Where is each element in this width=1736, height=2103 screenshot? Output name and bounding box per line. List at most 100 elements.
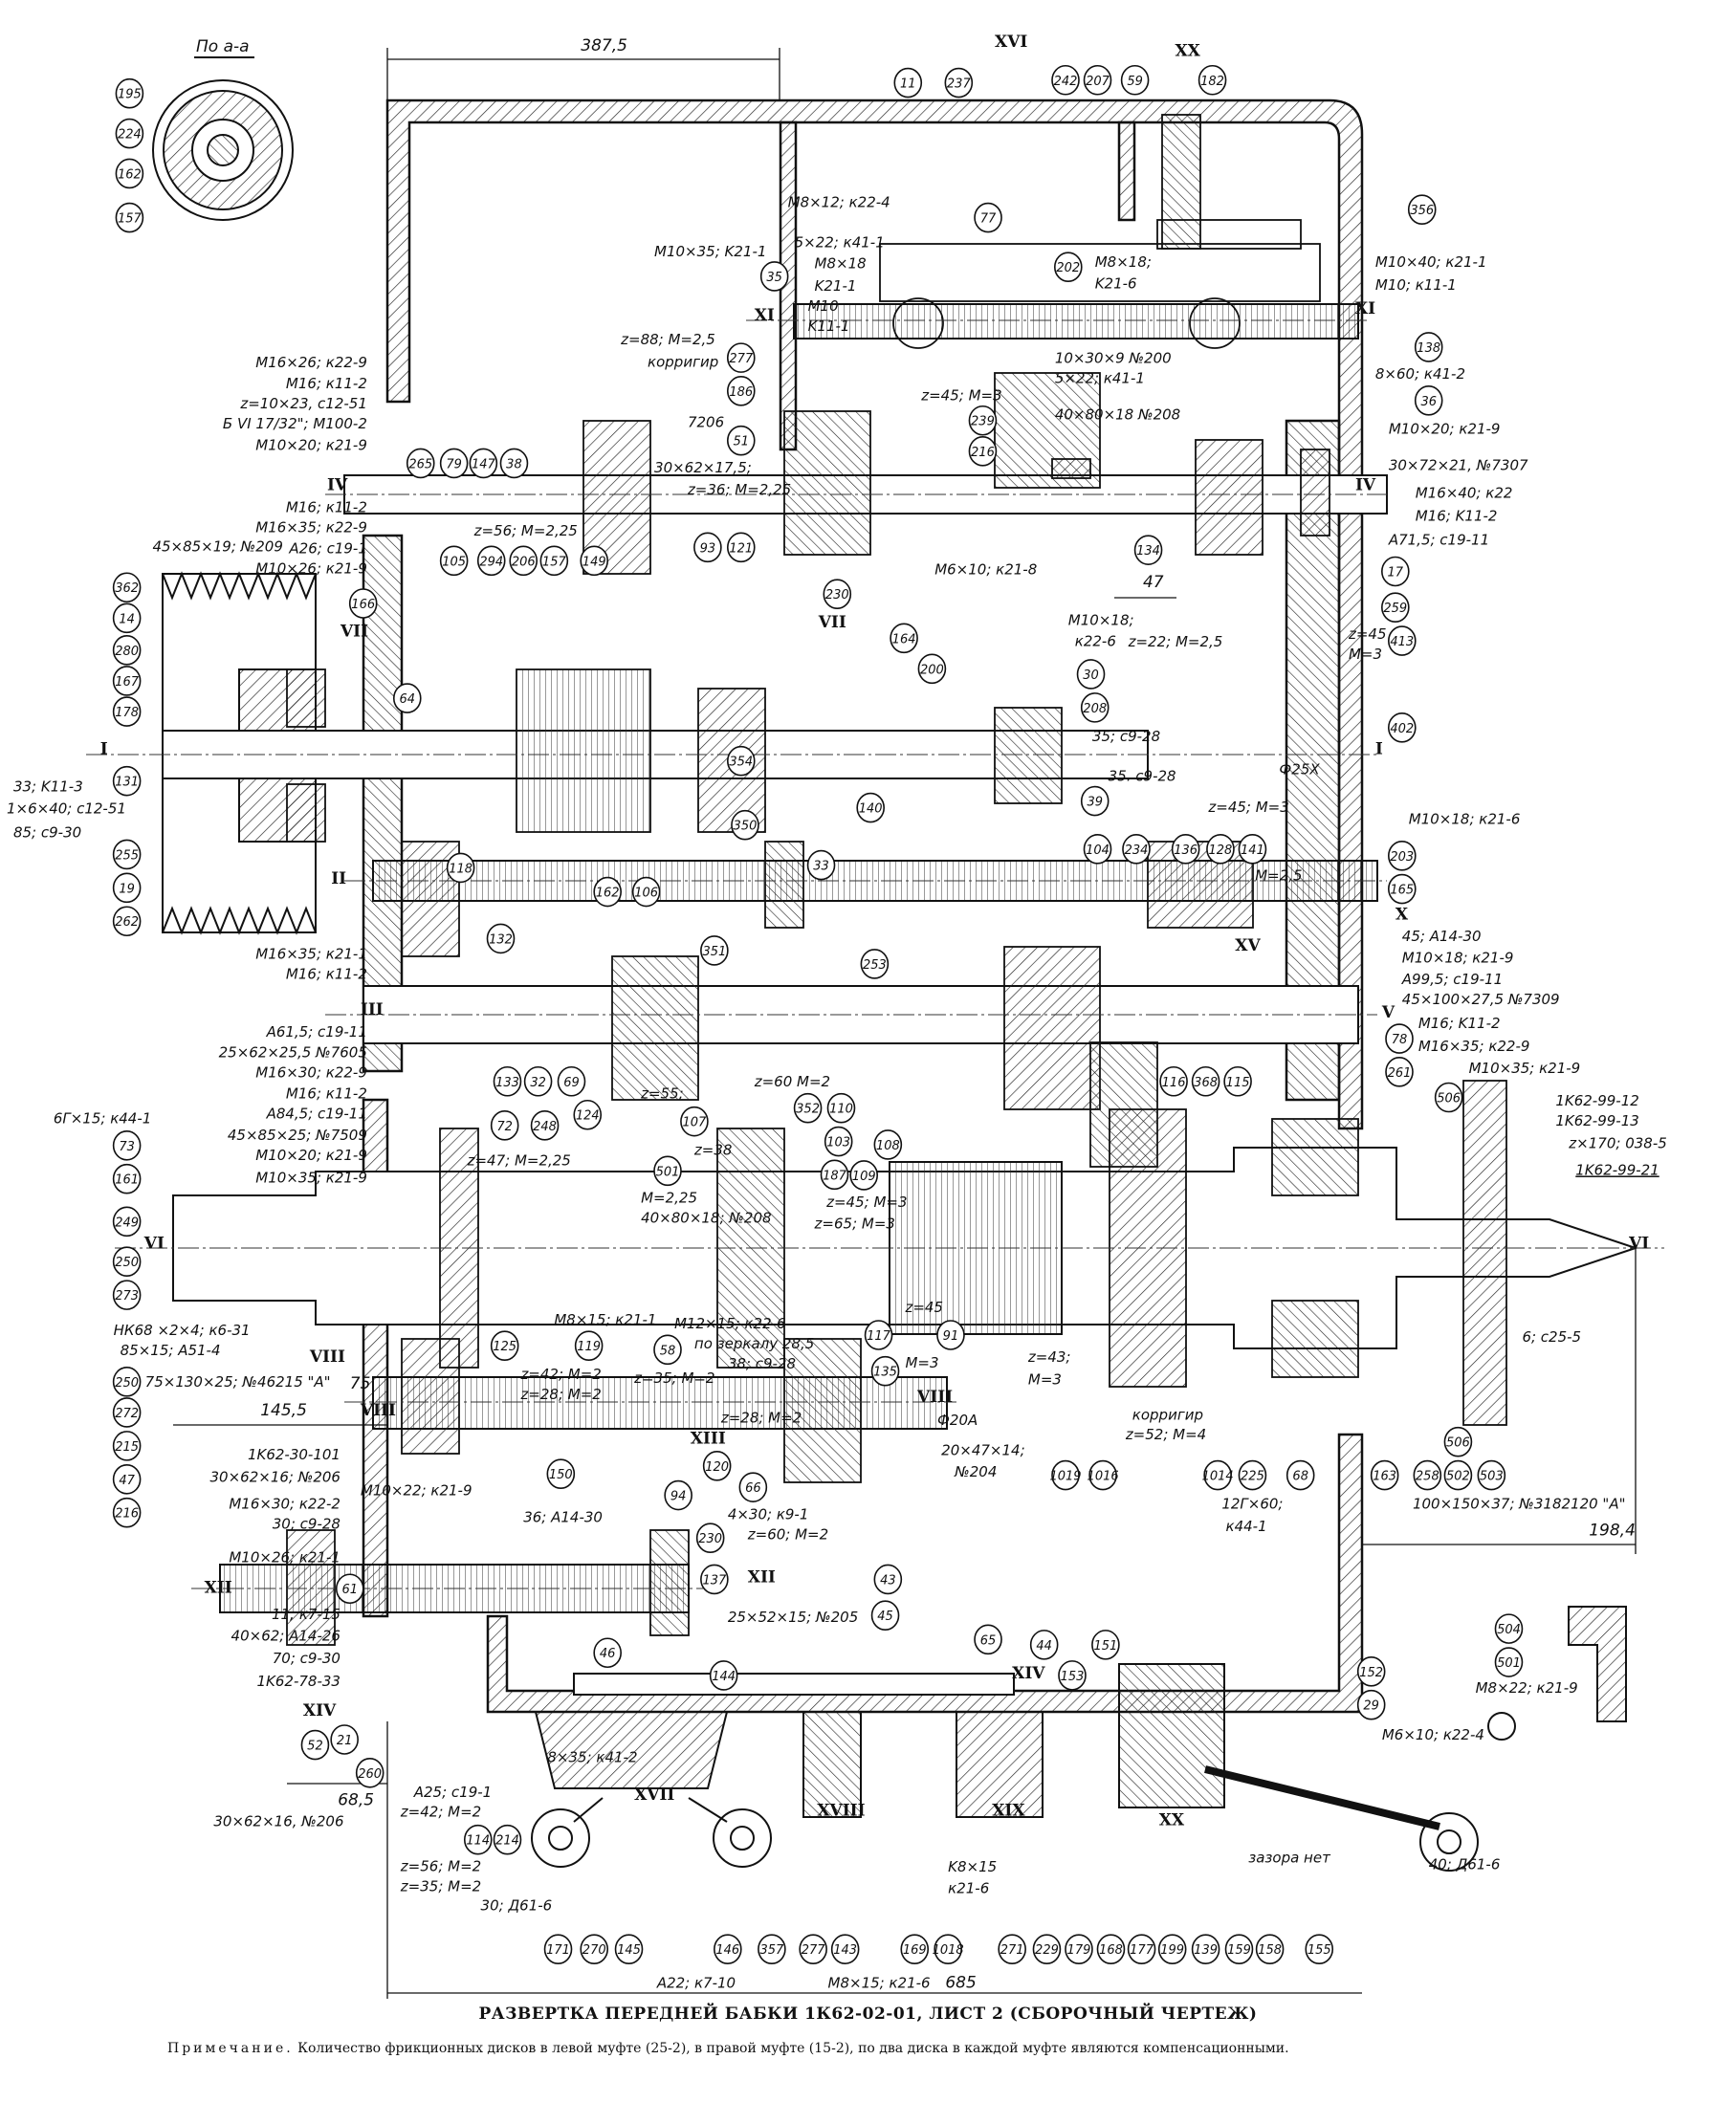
spec-label: 40×80×18 №208: [1055, 405, 1180, 423]
callout-bubble: [653, 1155, 682, 1187]
callout-number: 187: [823, 1169, 847, 1183]
callout-number: 140: [859, 802, 883, 817]
bearing: [1051, 458, 1091, 479]
callout-number: 1014: [1202, 1470, 1234, 1484]
callout-number: 239: [971, 415, 995, 429]
spec-label: M16×35; к22-9: [1418, 1038, 1530, 1055]
gear: [286, 1529, 336, 1646]
callout-368: 368: [1191, 1065, 1220, 1097]
callout-number: 199: [1160, 1943, 1184, 1958]
callout-bubble: [1051, 1459, 1080, 1491]
spec-label: №204: [954, 1463, 997, 1480]
rear-bearing-housing: [1271, 1118, 1359, 1196]
spec-label: 35; c9-28: [1092, 728, 1160, 745]
callout-number: 109: [852, 1170, 876, 1184]
callout-138: 138: [1414, 332, 1443, 362]
spec-label: 25×62×25,5 №7605: [219, 1043, 367, 1061]
shaft-label: XIII: [691, 1429, 726, 1448]
callout-number: 30: [1083, 668, 1099, 683]
callout-number: 46: [600, 1647, 616, 1661]
callout-bubble: [856, 792, 885, 823]
spec-label: z=65; M=3: [814, 1215, 895, 1232]
spec-label: z=38: [693, 1142, 733, 1159]
callout-262: 262: [112, 906, 142, 937]
callout-number: 135: [873, 1366, 897, 1380]
spec-label: M16×35; к21-1: [255, 945, 367, 962]
callout-number: 162: [118, 167, 142, 182]
spec-label: z=10×23, c12-51: [239, 395, 367, 412]
spec-label: M10×20; к21-9: [255, 1147, 367, 1164]
spec-label: 70; c9-30: [273, 1650, 341, 1667]
spec-label: 38; c9-28: [728, 1355, 796, 1372]
spec-label: M10×20; к21-9: [255, 436, 367, 453]
callout-bubble: [1029, 1630, 1059, 1660]
callout-11: 11: [893, 67, 923, 99]
callout-number: 149: [582, 555, 606, 569]
callout-number: 179: [1067, 1943, 1091, 1958]
callout-150: 150: [546, 1458, 576, 1489]
spec-label: 1K62-78-33: [257, 1673, 341, 1690]
callout-277: 277: [726, 342, 756, 373]
callout-bubble: [1388, 873, 1417, 905]
callout-number: 51: [734, 435, 750, 449]
callout-number: 253: [863, 958, 887, 973]
callout-bubble: [112, 906, 142, 937]
callout-103: 103: [824, 1126, 853, 1157]
callout-bubble: [112, 572, 142, 603]
callout-bubble: [1080, 692, 1110, 723]
callout-bubble: [557, 1065, 586, 1097]
callout-number: 177: [1130, 1943, 1154, 1958]
callout-number: 171: [546, 1943, 570, 1958]
callout-bubble: [998, 1934, 1026, 1964]
callout-bubble: [731, 809, 759, 841]
bottom-controls: [531, 1606, 1627, 1872]
callout-number: 182: [1200, 75, 1224, 89]
lever: [1204, 1765, 1440, 1830]
spec-label: M16×30; к22-9: [255, 1063, 367, 1081]
callout-bubble: [870, 1355, 900, 1387]
callout-number: 32: [530, 1076, 546, 1090]
callout-number: 39: [1087, 796, 1103, 810]
callout-bubble: [112, 1246, 142, 1278]
callout-1019: 1019: [1049, 1459, 1082, 1491]
spec-label: z=45; M=3: [920, 387, 1001, 405]
callout-bubble: [714, 1934, 742, 1964]
callout-259: 259: [1381, 592, 1410, 623]
spec-label: M8×15; к21-1: [554, 1311, 656, 1328]
callout-number: 207: [1086, 75, 1110, 89]
callout-number: 1019: [1049, 1470, 1081, 1484]
control-body: [802, 1711, 862, 1818]
callout-number: 230: [698, 1532, 722, 1546]
spec-label: z=36; M=2,25: [687, 481, 791, 498]
callout-52: 52: [300, 1729, 330, 1761]
callout-77: 77: [974, 202, 1002, 233]
shaft-label: VII: [818, 613, 846, 632]
callout-number: 351: [702, 945, 726, 959]
control-body: [1118, 1663, 1225, 1808]
spec-label: A22; к7-10: [656, 1975, 736, 1992]
spec-label: 40; Д61-6: [1429, 1855, 1501, 1873]
callout-501: 501: [1494, 1647, 1524, 1677]
callout-number: 128: [1209, 843, 1233, 858]
callout-93: 93: [693, 532, 722, 563]
callout-146: 146: [714, 1934, 742, 1964]
callout-number: 354: [729, 756, 753, 770]
note-lead: Примечание.: [167, 2041, 294, 2056]
spec-label: 6Г×15; к44-1: [54, 1110, 151, 1128]
spec-label: 1K62-30-101: [248, 1446, 341, 1463]
callout-number: 119: [577, 1340, 601, 1354]
callout-362: 362: [112, 572, 142, 603]
callout-number: 47: [119, 1474, 135, 1488]
callout-number: 106: [634, 887, 658, 901]
shaft-label: XX: [1159, 1810, 1185, 1829]
callout-72: 72: [490, 1110, 519, 1141]
callout-bubble: [115, 118, 144, 149]
dimension-value: 198,4: [1589, 1521, 1636, 1540]
spec-label: M8×12; к22-4: [788, 193, 890, 210]
callout-133: 133: [493, 1065, 522, 1097]
callout-65: 65: [974, 1624, 1002, 1655]
callout-number: 137: [702, 1573, 727, 1588]
callout-153: 153: [1058, 1660, 1087, 1691]
callout-number: 161: [115, 1173, 139, 1188]
callout-bubble: [112, 1367, 142, 1397]
